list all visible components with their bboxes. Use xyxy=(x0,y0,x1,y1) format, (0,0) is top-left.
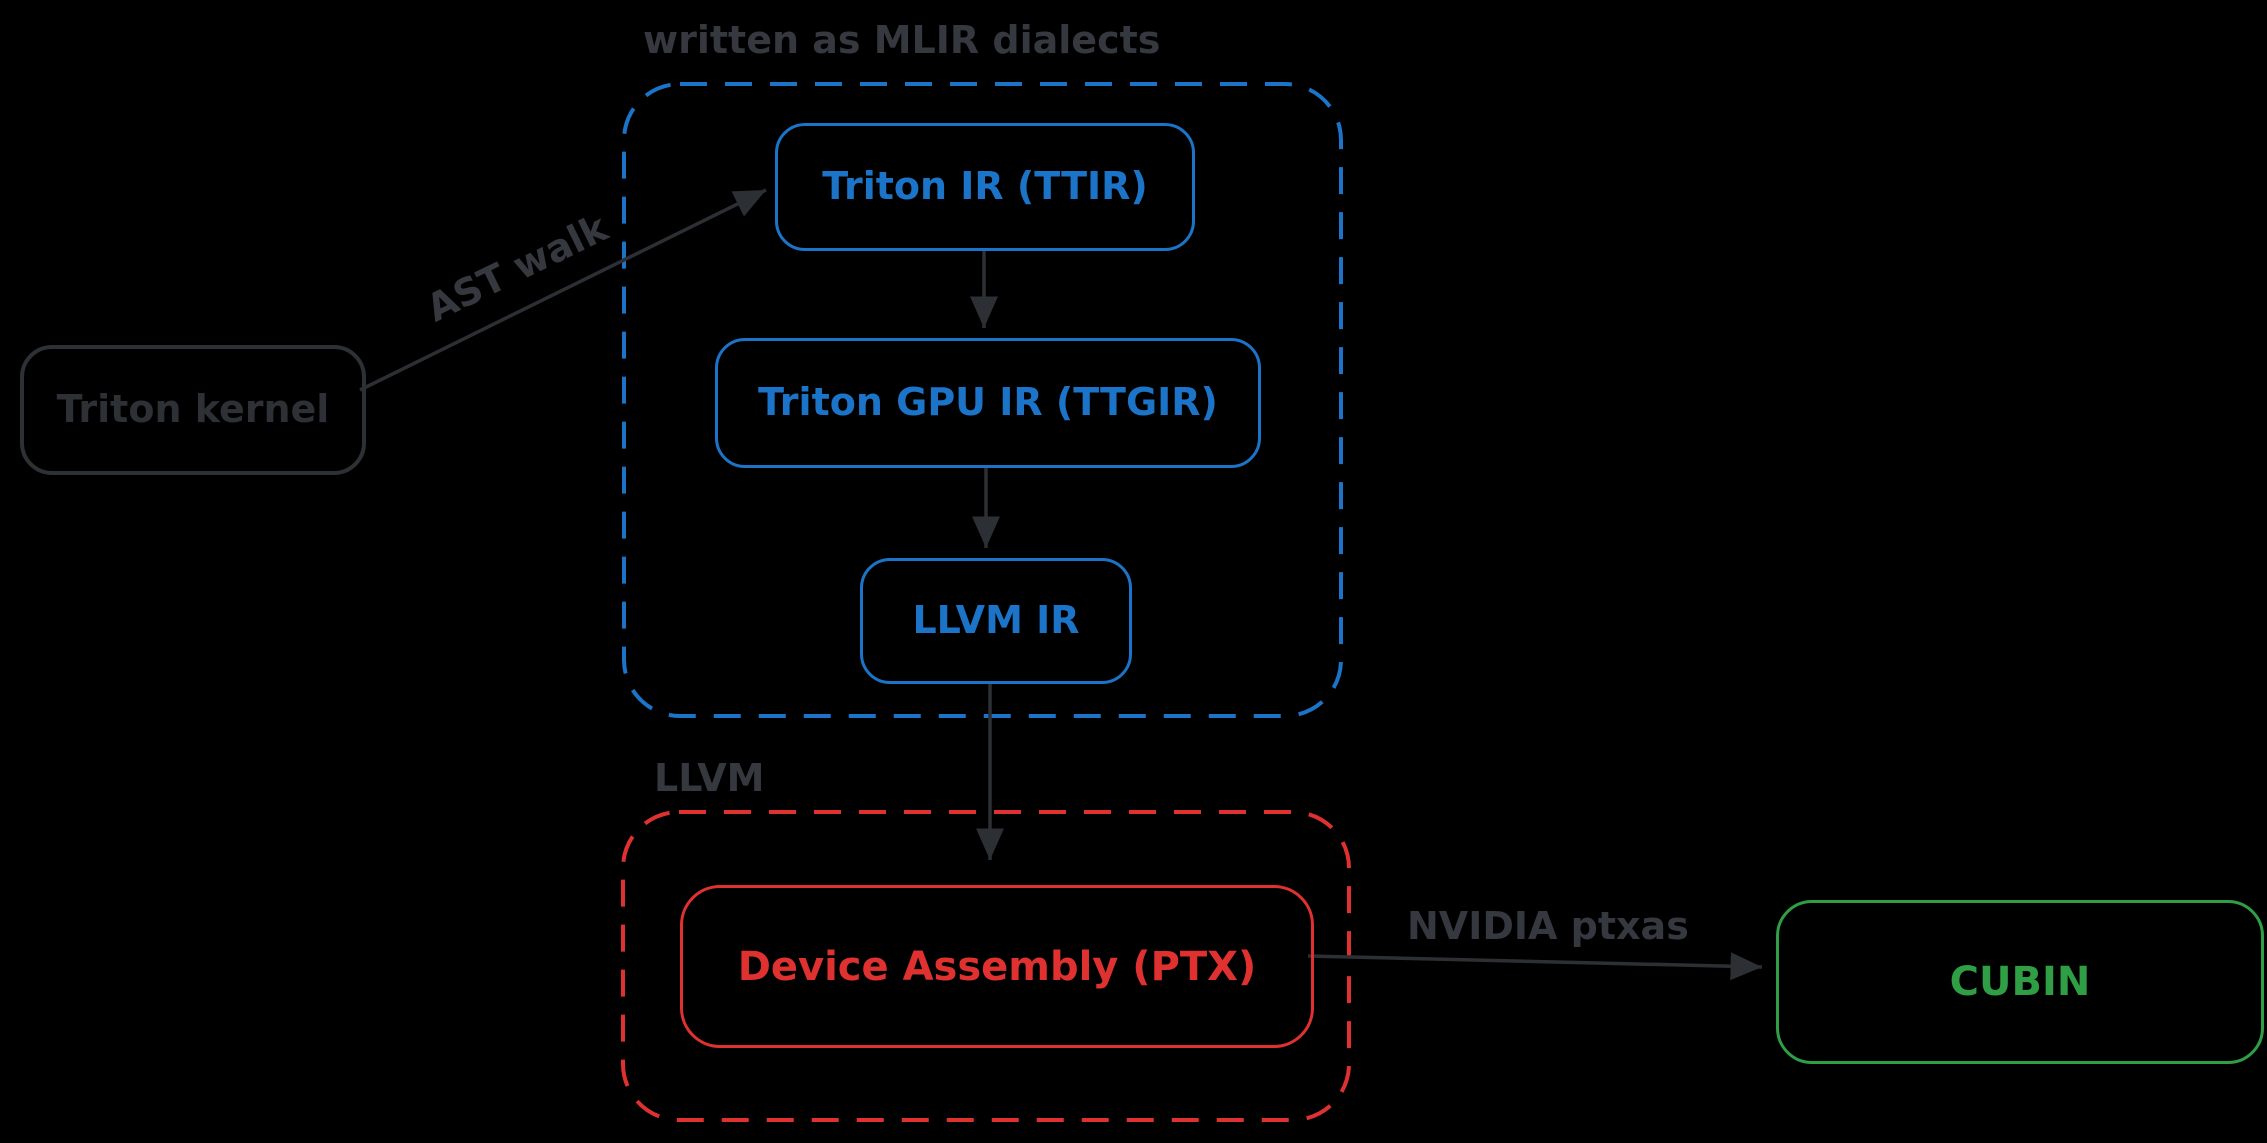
node-triton-ir-ttir: Triton IR (TTIR) xyxy=(775,123,1195,251)
node-cubin-label: CUBIN xyxy=(1949,959,2091,1005)
edge-label-ast-walk: AST walk xyxy=(419,205,615,331)
edge-label-nvidia-ptxas: NVIDIA ptxas xyxy=(1407,904,1689,948)
node-triton-gpu-ir-ttgir-label: Triton GPU IR (TTGIR) xyxy=(758,380,1218,425)
node-llvm-ir-label: LLVM IR xyxy=(912,598,1080,643)
llvm-group-label: LLVM xyxy=(654,756,765,800)
node-triton-ir-ttir-label: Triton IR (TTIR) xyxy=(822,164,1148,209)
node-cubin: CUBIN xyxy=(1776,900,2264,1064)
node-triton-gpu-ir-ttgir: Triton GPU IR (TTGIR) xyxy=(715,338,1261,468)
node-triton-kernel-label: Triton kernel xyxy=(56,387,330,432)
edge-ptx-to-cubin-arrow xyxy=(1307,952,1763,981)
node-llvm-ir: LLVM IR xyxy=(860,558,1132,684)
node-triton-kernel: Triton kernel xyxy=(20,345,366,475)
mlir-group-label: written as MLIR dialects xyxy=(643,18,1161,62)
node-device-assembly-ptx-label: Device Assembly (PTX) xyxy=(737,943,1257,990)
node-device-assembly-ptx: Device Assembly (PTX) xyxy=(680,885,1314,1048)
